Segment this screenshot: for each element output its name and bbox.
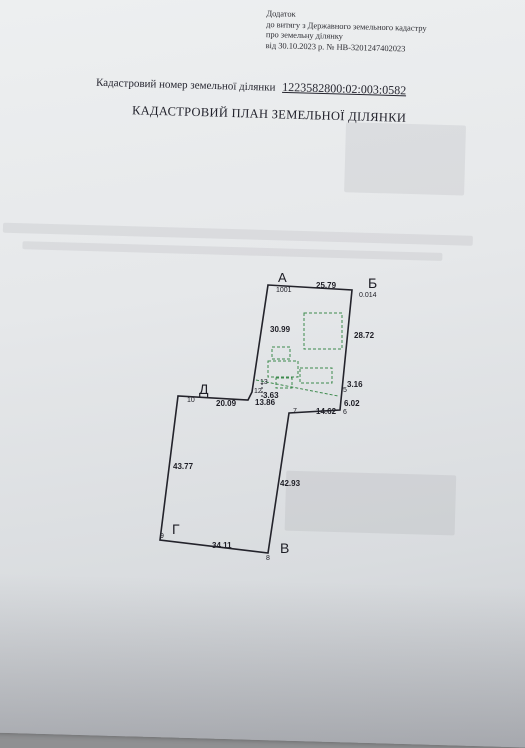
point-number: 9	[160, 533, 164, 540]
corner-label-v: В	[280, 540, 289, 556]
side-length: 3.16	[347, 380, 363, 389]
corner-label-d: Д	[199, 381, 209, 397]
side-length: 30.99	[270, 325, 291, 334]
point-number: 5	[343, 387, 347, 394]
side-length: 42.93	[280, 479, 301, 488]
point-number: 7	[293, 408, 297, 415]
side-length: 25.79	[316, 281, 337, 290]
buildings	[267, 312, 343, 389]
corner-label-a: А	[278, 270, 287, 285]
side-length: 3.63	[263, 391, 279, 400]
point-number: 12	[254, 388, 262, 395]
point-number: 13	[260, 379, 268, 386]
parcel-boundary	[159, 284, 353, 554]
side-length: 43.77	[173, 462, 194, 471]
side-length: 14.62	[316, 407, 337, 416]
side-length: 28.72	[354, 331, 375, 340]
corner-label-g: Г	[172, 521, 180, 537]
side-length: 20.09	[216, 399, 237, 408]
corner-label-b: Б	[368, 275, 377, 291]
building-small-2	[267, 360, 299, 378]
point-number: 8	[266, 555, 270, 562]
point-number: 10	[187, 397, 195, 404]
building-small-1	[271, 346, 291, 360]
point-number: 0.014	[359, 292, 377, 299]
point-number: 1001	[276, 287, 292, 294]
cadastral-plan-drawing: А Б В Г Д 1001 0.014 10 9 8 7 6 5 13 12 …	[159, 270, 377, 562]
side-length: 6.02	[344, 399, 360, 408]
building-small-4	[275, 377, 293, 389]
building-main	[303, 312, 343, 350]
point-number: 6	[343, 409, 347, 416]
building-small-3	[299, 367, 333, 384]
side-length: 34.11	[212, 541, 232, 550]
side-length: 13.86	[255, 398, 276, 407]
inner-dashed-line	[255, 379, 339, 397]
